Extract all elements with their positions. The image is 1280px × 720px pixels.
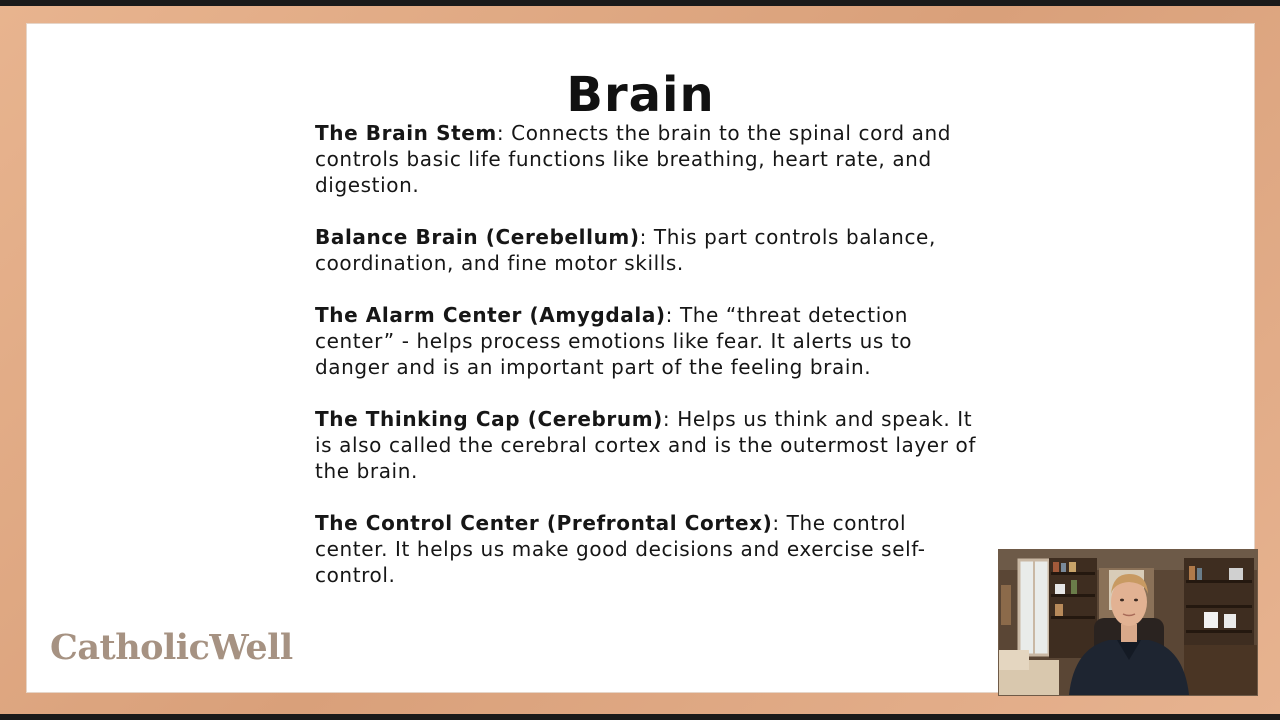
definition-prefrontal-cortex: The Control Center (Prefrontal Cortex): … [315,510,985,588]
term-description: : Helps us think and speak. It is also c… [315,407,976,483]
definition-amygdala: The Alarm Center (Amygdala): The “threat… [315,302,985,380]
term-label: The Thinking Cap (Cerebrum) [315,407,663,431]
term-label: Balance Brain (Cerebellum) [315,225,640,249]
definition-brain-stem: The Brain Stem: Connects the brain to th… [315,120,985,198]
slide-canvas: Brain The Brain Stem: Connects the brain… [26,23,1255,693]
brand-logo: CatholicWell [50,627,293,668]
presenter-video-icon [999,550,1257,695]
bottom-letterbox [0,714,1280,720]
slide-title: Brain [566,67,715,123]
definition-cerebellum: Balance Brain (Cerebellum): This part co… [315,224,985,276]
term-label: The Control Center (Prefrontal Cortex) [315,511,773,535]
term-label: The Alarm Center (Amygdala) [315,303,666,327]
term-description: : The control center. It helps us make g… [315,511,926,587]
term-description: : The “threat detection center” - helps … [315,303,913,379]
term-description: : Connects the brain to the spinal cord … [315,121,952,197]
term-description: : This part controls balance, coordinati… [315,225,936,275]
presenter-webcam-feed [998,549,1258,696]
slide-body: The Brain Stem: Connects the brain to th… [315,120,985,614]
term-label: The Brain Stem [315,121,497,145]
definition-cerebrum: The Thinking Cap (Cerebrum): Helps us th… [315,406,985,484]
top-letterbox [0,0,1280,6]
